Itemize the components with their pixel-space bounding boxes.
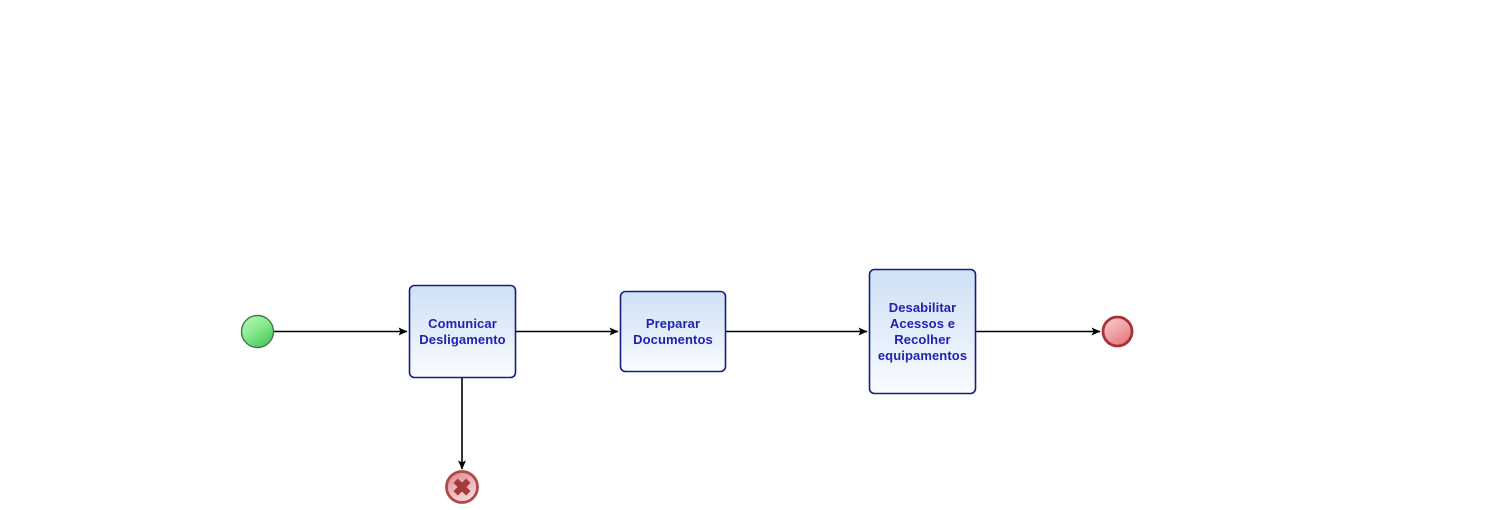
task-desabilitar-acessos[interactable]	[868, 268, 977, 395]
end-event[interactable]	[1101, 315, 1134, 348]
task-layer	[408, 268, 977, 395]
start-event[interactable]	[240, 314, 275, 349]
task-preparar-documentos[interactable]	[619, 290, 727, 373]
sequence-flow-layer	[274, 327, 1101, 470]
event-layer	[240, 314, 1134, 504]
cancel-end-event[interactable]	[445, 470, 479, 504]
cancel-x-icon	[453, 478, 471, 496]
task-comunicar-desligamento[interactable]	[408, 284, 517, 379]
